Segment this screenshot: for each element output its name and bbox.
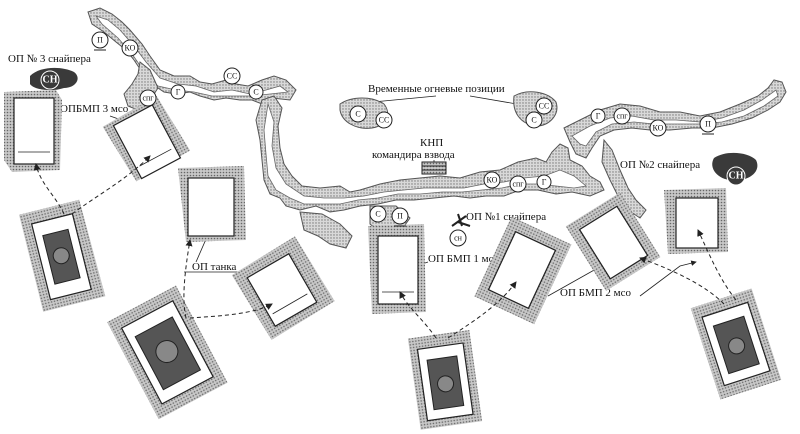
sniper-op3: СН ОП № 3 снайпера <box>8 53 91 91</box>
marker-g-right: Г <box>590 108 606 124</box>
svg-text:Г: Г <box>596 112 601 121</box>
marker-g-center: Г <box>536 174 552 190</box>
svg-text:СС: СС <box>379 116 390 125</box>
knp-commander-label: командира взвода <box>372 149 455 161</box>
bmp3-alt-position <box>102 95 191 182</box>
bmp2-position <box>565 192 661 291</box>
svg-text:спг: спг <box>512 180 524 189</box>
temp-positions-label: Временные огневые позиции <box>368 83 505 95</box>
sniper-op2: СН ОП №2 снайпера <box>620 152 758 186</box>
svg-text:С: С <box>355 110 360 119</box>
marker-spg-top-left: спг <box>139 89 157 107</box>
op2-sniper-label: ОП №2 снайпера <box>620 159 700 171</box>
vehicle-pit-right <box>690 288 782 400</box>
svg-text:П: П <box>705 120 711 129</box>
knp-bunker <box>421 161 447 175</box>
marker-spg-right: спг <box>613 107 631 125</box>
svg-text:СС: СС <box>227 72 238 81</box>
svg-text:С: С <box>375 210 380 219</box>
sniper-op3-marker: СН <box>43 75 58 86</box>
svg-text:СС: СС <box>539 102 550 111</box>
op-bmp2-label: ОП БМП 2 мсо <box>560 287 632 299</box>
bmp1-alt-position <box>474 216 572 325</box>
vehicle-pit-left <box>19 199 106 312</box>
svg-text:П: П <box>97 36 103 45</box>
tank-alt-position <box>231 236 335 340</box>
marker-ss-top-left: СС <box>223 67 241 85</box>
sniper-op1-marker: сн <box>454 234 463 243</box>
marker-spg-center: спг <box>509 175 527 193</box>
marker-ko-top-left: КО <box>121 39 139 57</box>
svg-text:КО: КО <box>653 124 664 133</box>
knp-label: КНП <box>420 137 443 149</box>
op3-sniper-label: ОП № 3 снайпера <box>8 53 91 65</box>
marker-s-temp-right: С <box>525 111 543 129</box>
vehicle-pit-center <box>407 329 483 430</box>
svg-text:КО: КО <box>125 44 136 53</box>
svg-text:С: С <box>253 88 258 97</box>
marker-s-center: С <box>369 205 387 223</box>
svg-text:С: С <box>531 116 536 125</box>
marker-p-top-left: П <box>91 31 109 51</box>
marker-s-temp-left: С <box>349 105 367 123</box>
bmp2-alt-position <box>664 188 728 254</box>
marker-g-top-left: Г <box>170 84 186 100</box>
svg-text:спг: спг <box>616 112 628 121</box>
op-bmp1-label: ОП БМП 1 мсо <box>428 253 500 265</box>
marker-ss-temp-right: СС <box>535 97 553 115</box>
bmp3-position <box>4 90 62 172</box>
op-tank-label: ОП танка <box>192 261 237 273</box>
vehicle-pit-tank <box>107 285 228 420</box>
svg-text:П: П <box>397 212 403 221</box>
sniper-op2-marker: СН <box>729 171 744 182</box>
svg-text:КО: КО <box>487 176 498 185</box>
marker-ss-temp-left: СС <box>375 111 393 129</box>
marker-ko-right: КО <box>649 119 667 137</box>
tank-position <box>178 166 246 242</box>
marker-p-center: П <box>391 207 409 227</box>
marker-p-right: П <box>699 115 717 135</box>
svg-text:Г: Г <box>542 178 547 187</box>
movement-routes <box>33 155 737 339</box>
op1-sniper-label: ОП №1 снайпера <box>466 211 546 223</box>
svg-text:спг: спг <box>142 94 154 103</box>
marker-ko-center: КО <box>483 171 501 189</box>
bmp1-position <box>368 224 426 314</box>
trench-markers: П КО спг Г СС С С СС СС С КО спг Г С П Г… <box>91 31 717 227</box>
marker-s-top-left: С <box>248 84 264 100</box>
svg-text:Г: Г <box>176 88 181 97</box>
sniper-op1: сн ОП №1 снайпера <box>449 211 546 247</box>
opbmp3-label: ОПБМП 3 мсо <box>60 103 129 115</box>
